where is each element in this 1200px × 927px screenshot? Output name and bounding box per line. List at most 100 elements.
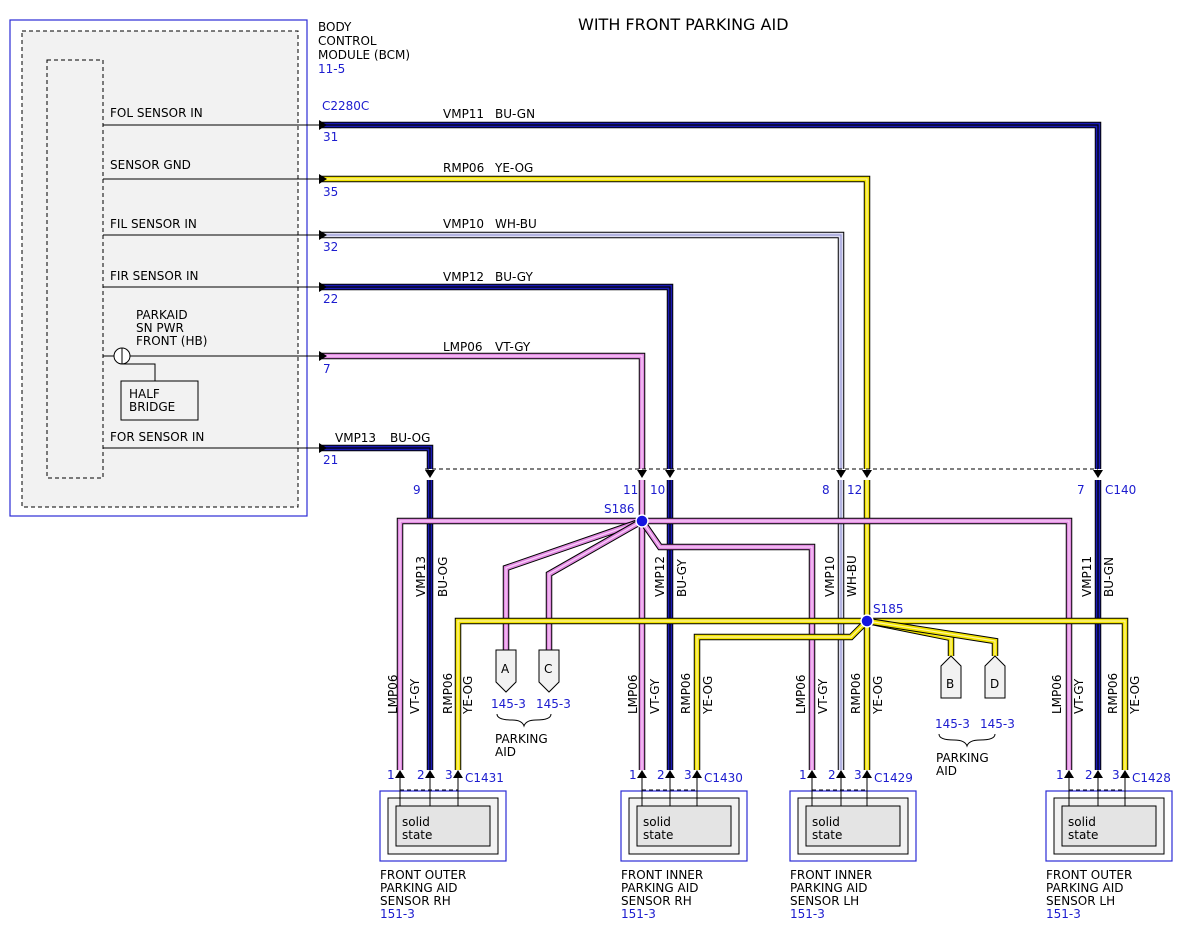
bcm-pin-label-pwr-3: FRONT (HB) — [136, 334, 207, 348]
sensor-inner — [805, 805, 901, 847]
wire-lmp06-fill — [322, 353, 645, 469]
bcm-pin-label-fir: FIR SENSOR IN — [110, 269, 199, 283]
bcm-pin-arrow-1 — [319, 174, 327, 184]
c140-pin-9: 9 — [413, 483, 421, 497]
bcm-module[interactable]: BODY CONTROL MODULE (BCM) 11-5 C2280C FO… — [9, 19, 410, 517]
sensor-name-line: SENSOR RH — [380, 894, 451, 908]
sensor-inner-label-2: state — [1068, 828, 1098, 842]
splice-s185[interactable]: S185 — [860, 602, 904, 628]
sensor-connector-label[interactable]: C1430 — [704, 771, 743, 785]
sensor-connector-label[interactable]: C1431 — [465, 771, 504, 785]
connector-d-ref[interactable]: 145-3 — [980, 717, 1015, 731]
sensor-inner — [395, 805, 491, 847]
sensor-inner-label-2: state — [402, 828, 432, 842]
sensor-pin-number: 2 — [828, 768, 836, 782]
c140-pin-12: 12 — [847, 483, 862, 497]
c140-label[interactable]: C140 — [1105, 483, 1136, 497]
sensor-name-line: SENSOR RH — [621, 894, 692, 908]
bcm-connector-label[interactable]: C2280C — [322, 99, 369, 113]
c140-arrow-4 — [862, 470, 872, 478]
bl-ye-4: YE-OG — [1128, 676, 1142, 715]
sensor-connector-label[interactable]: C1429 — [874, 771, 913, 785]
sensor-pin-number: 2 — [657, 768, 665, 782]
splice-s186[interactable]: S186 — [604, 502, 649, 528]
wire-color-vmp13: BU-OG — [390, 431, 430, 445]
bcm-pin-label-for: FOR SENSOR IN — [110, 430, 204, 444]
bcm-pin-arrow-3 — [319, 282, 327, 292]
bcm-pin-number-7: 7 — [323, 362, 331, 376]
sensor-ref[interactable]: 151-3 — [790, 907, 825, 921]
connector-c-label: C — [544, 662, 552, 676]
wire-color-lmp06: VT-GY — [495, 340, 531, 354]
c140-arrow-0 — [425, 470, 435, 478]
wire-label-vmp11: VMP11 — [443, 107, 484, 121]
wire-label-vmp13: VMP13 — [335, 431, 376, 445]
c140-arrow-3 — [836, 470, 846, 478]
bcm-pin-arrow-5 — [319, 443, 327, 453]
bcm-pin-arrow-0 — [319, 120, 327, 130]
wire-lmp06-stripe — [322, 355, 643, 469]
connector-b-label: B — [946, 677, 954, 691]
sensor-ref[interactable]: 151-3 — [380, 907, 415, 921]
vlabel-vmp11: VMP11 — [1080, 556, 1094, 597]
c140-pin-8: 8 — [822, 483, 830, 497]
sensor-name-line: FRONT OUTER — [1046, 868, 1132, 882]
c140-pin-10: 10 — [650, 483, 665, 497]
wire-label-vmp12: VMP12 — [443, 270, 484, 284]
bcm-inner-box — [21, 30, 299, 508]
connector-c-shape — [538, 649, 560, 693]
wire-rmp06 — [322, 175, 871, 469]
parking-aid-group-bd[interactable]: B D 145-3 145-3 PARKING AID — [935, 655, 1015, 778]
bl-vt-2: VT-GY — [648, 678, 662, 714]
branch-labels: LMP06 VT-GY RMP06 YE-OG LMP06 VT-GY RMP0… — [386, 673, 1142, 715]
sensor-pin-number: 1 — [629, 768, 637, 782]
wire-vmp10-stripe — [322, 234, 842, 469]
bl-lmp-4: LMP06 — [1050, 674, 1064, 714]
sensor-connector-label[interactable]: C1428 — [1132, 771, 1171, 785]
sensor-ref[interactable]: 151-3 — [621, 907, 656, 921]
bcm-name-line-1: BODY — [318, 20, 352, 34]
bcm-pin-label-gnd: SENSOR GND — [110, 158, 191, 172]
bcm-pin-label-pwr-1: PARKAID — [136, 308, 188, 322]
wire-color-vmp11: BU-GN — [495, 107, 535, 121]
bcm-pin-label-pwr-2: SN PWR — [136, 321, 184, 335]
connector-b-ref[interactable]: 145-3 — [935, 717, 970, 731]
group-bd-label-1: PARKING — [936, 751, 989, 765]
connector-d-label: D — [990, 677, 999, 691]
bl-ye-2: YE-OG — [701, 676, 715, 715]
vlabel-vmp10: VMP10 — [823, 556, 837, 597]
vlabel-vmp12: VMP12 — [653, 556, 667, 597]
bcm-pin-number-21: 21 — [323, 453, 338, 467]
vlabel-vmp13: VMP13 — [414, 556, 428, 597]
vlabel-bu-gn: BU-GN — [1102, 557, 1116, 597]
splice-s186-dot — [635, 514, 649, 528]
c140-connector[interactable]: 9 11 10 8 12 7 C140 — [413, 468, 1136, 497]
sensor-ref[interactable]: 151-3 — [1046, 907, 1081, 921]
sensor-inner-label-1: solid — [1068, 815, 1096, 829]
sensor-name-line: FRONT INNER — [790, 868, 872, 882]
bcm-ref[interactable]: 11-5 — [318, 62, 345, 76]
group-bd-brace — [938, 733, 996, 748]
wire-s185-rh-inner-stripe — [696, 620, 868, 770]
c140-arrow-5 — [1093, 470, 1103, 478]
splice-s186-label: S186 — [604, 502, 635, 516]
sensor-pin-number: 3 — [1112, 768, 1120, 782]
vlabel-wh-bu: WH-BU — [845, 555, 859, 597]
wire-s185-lh-outer-stripe — [867, 620, 1126, 770]
wire-vmp11-stripe — [322, 124, 1099, 469]
connector-d-shape — [984, 655, 1006, 699]
connector-c-ref[interactable]: 145-3 — [536, 697, 571, 711]
sensor-name-line: FRONT OUTER — [380, 868, 466, 882]
bcm-name-line-2: CONTROL — [318, 34, 377, 48]
half-bridge-label-1: HALF — [129, 387, 160, 401]
sensor-inner-label-1: solid — [402, 815, 430, 829]
wire-s186-lh-inner-stripe — [641, 520, 813, 770]
connector-a-ref[interactable]: 145-3 — [491, 697, 526, 711]
wire-color-vmp12: BU-GY — [495, 270, 533, 284]
parking-aid-group-ac[interactable]: A C 145-3 145-3 PARKING AID — [491, 649, 571, 759]
